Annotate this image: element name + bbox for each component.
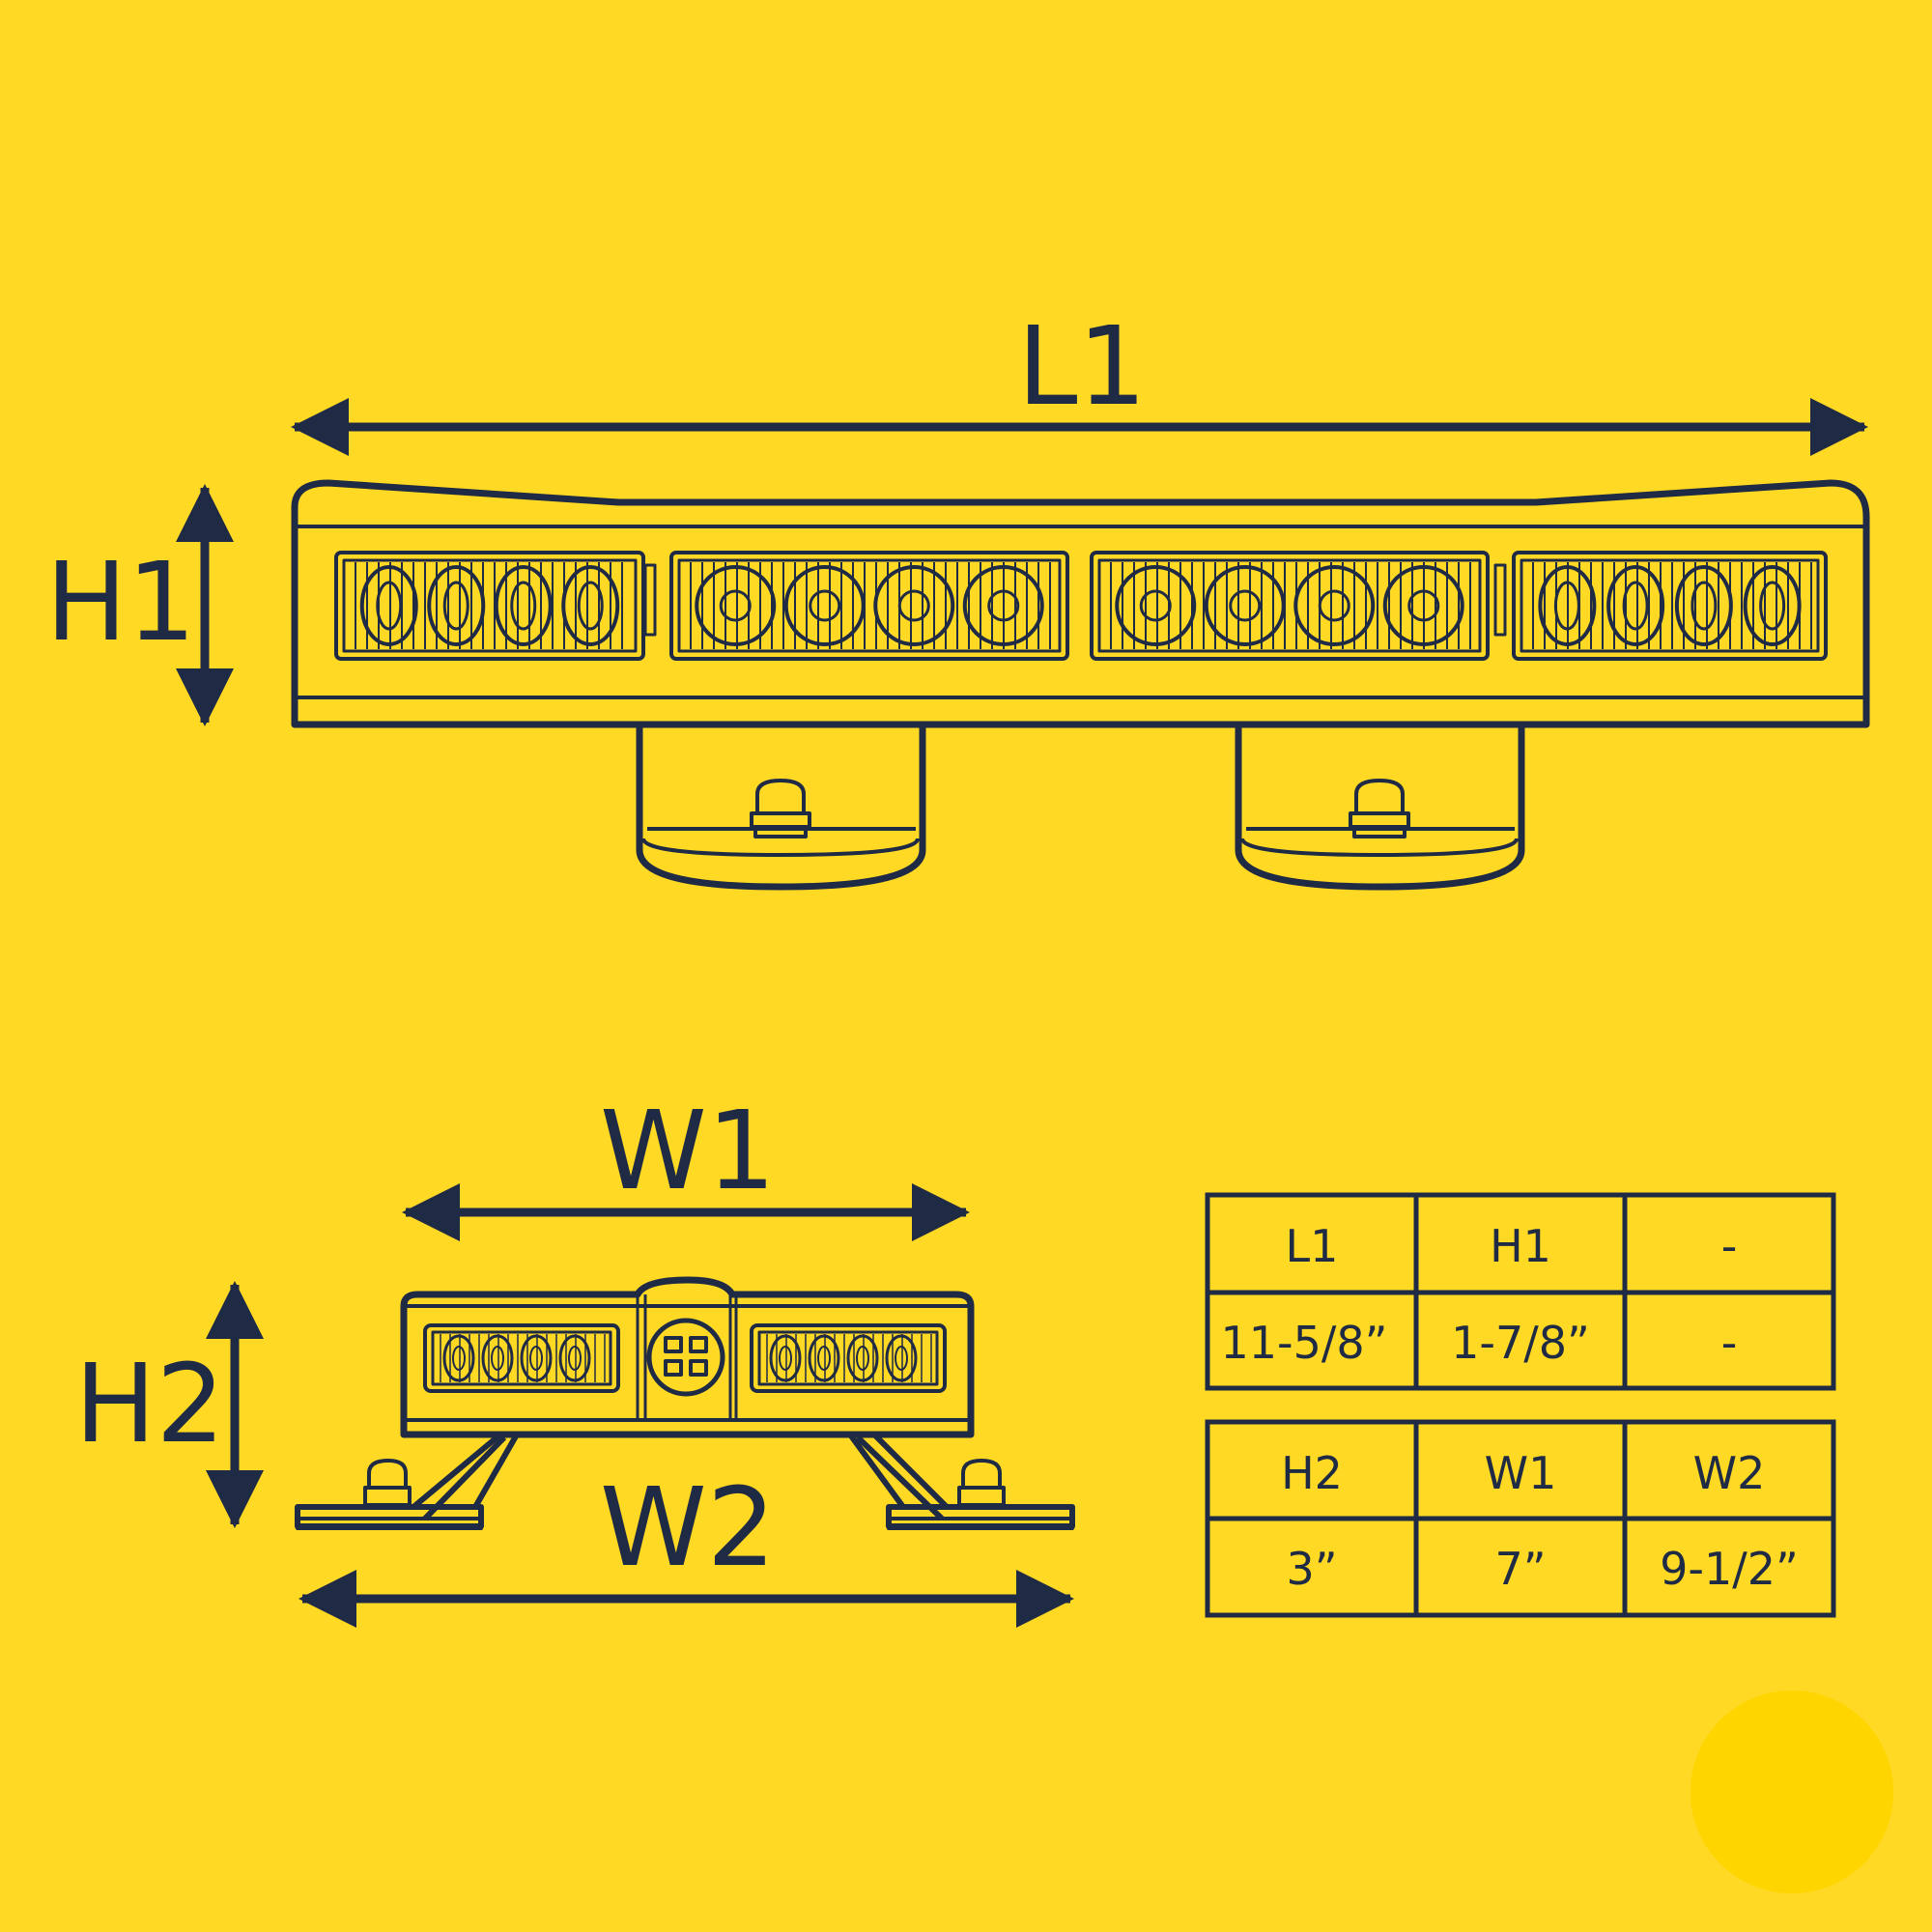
table-value-cell: 3” [1286,1543,1337,1595]
led-module [669,551,1069,661]
label-w2: W2 [600,1465,776,1591]
led-module [1512,551,1828,661]
table-header-cell: H2 [1281,1447,1343,1499]
base-plate-left [295,1459,484,1530]
table-value-cell: 11-5/8” [1221,1317,1388,1369]
center-button-icon [646,1318,725,1397]
side-view-drawing [206,1183,1075,1628]
table-header-cell: W1 [1485,1447,1557,1499]
module-tab [643,563,657,637]
side-led-module [423,1323,620,1393]
side-led-modules [423,1323,947,1393]
magnet-foot-left [636,724,926,891]
side-led-module [750,1323,947,1393]
table-header-cell: - [1721,1220,1738,1272]
dimension-table-top-text: L1 H1 - 11-5/8” 1-7/8” - [1221,1220,1738,1369]
table-value-cell: - [1721,1317,1738,1369]
magnet-foot-right [1235,724,1525,891]
front-view-drawing [176,398,1870,891]
dimension-table-bottom-text: H2 W1 W2 3” 7” 9-1/2” [1281,1447,1799,1595]
corner-badge-icon [1690,1690,1893,1893]
label-l1: L1 [1017,304,1147,430]
label-h1: H1 [45,540,195,666]
led-module [1090,551,1490,661]
label-w1: W1 [600,1089,776,1214]
dimension-table-top [1205,1192,1836,1391]
light-bar-housing [291,479,1870,728]
base-plate-right [886,1459,1075,1530]
led-modules [334,551,1828,661]
table-header-cell: H1 [1490,1220,1551,1272]
side-bar-housing [400,1276,975,1438]
table-value-cell: 9-1/2” [1660,1543,1799,1595]
module-tab [1493,563,1507,637]
table-header-cell: W2 [1693,1447,1766,1499]
table-value-cell: 7” [1494,1543,1546,1595]
table-value-cell: 1-7/8” [1451,1317,1590,1369]
table-header-cell: L1 [1286,1220,1339,1272]
led-module [334,551,645,661]
label-h2: H2 [74,1342,224,1467]
dimension-table-bottom [1205,1419,1836,1618]
